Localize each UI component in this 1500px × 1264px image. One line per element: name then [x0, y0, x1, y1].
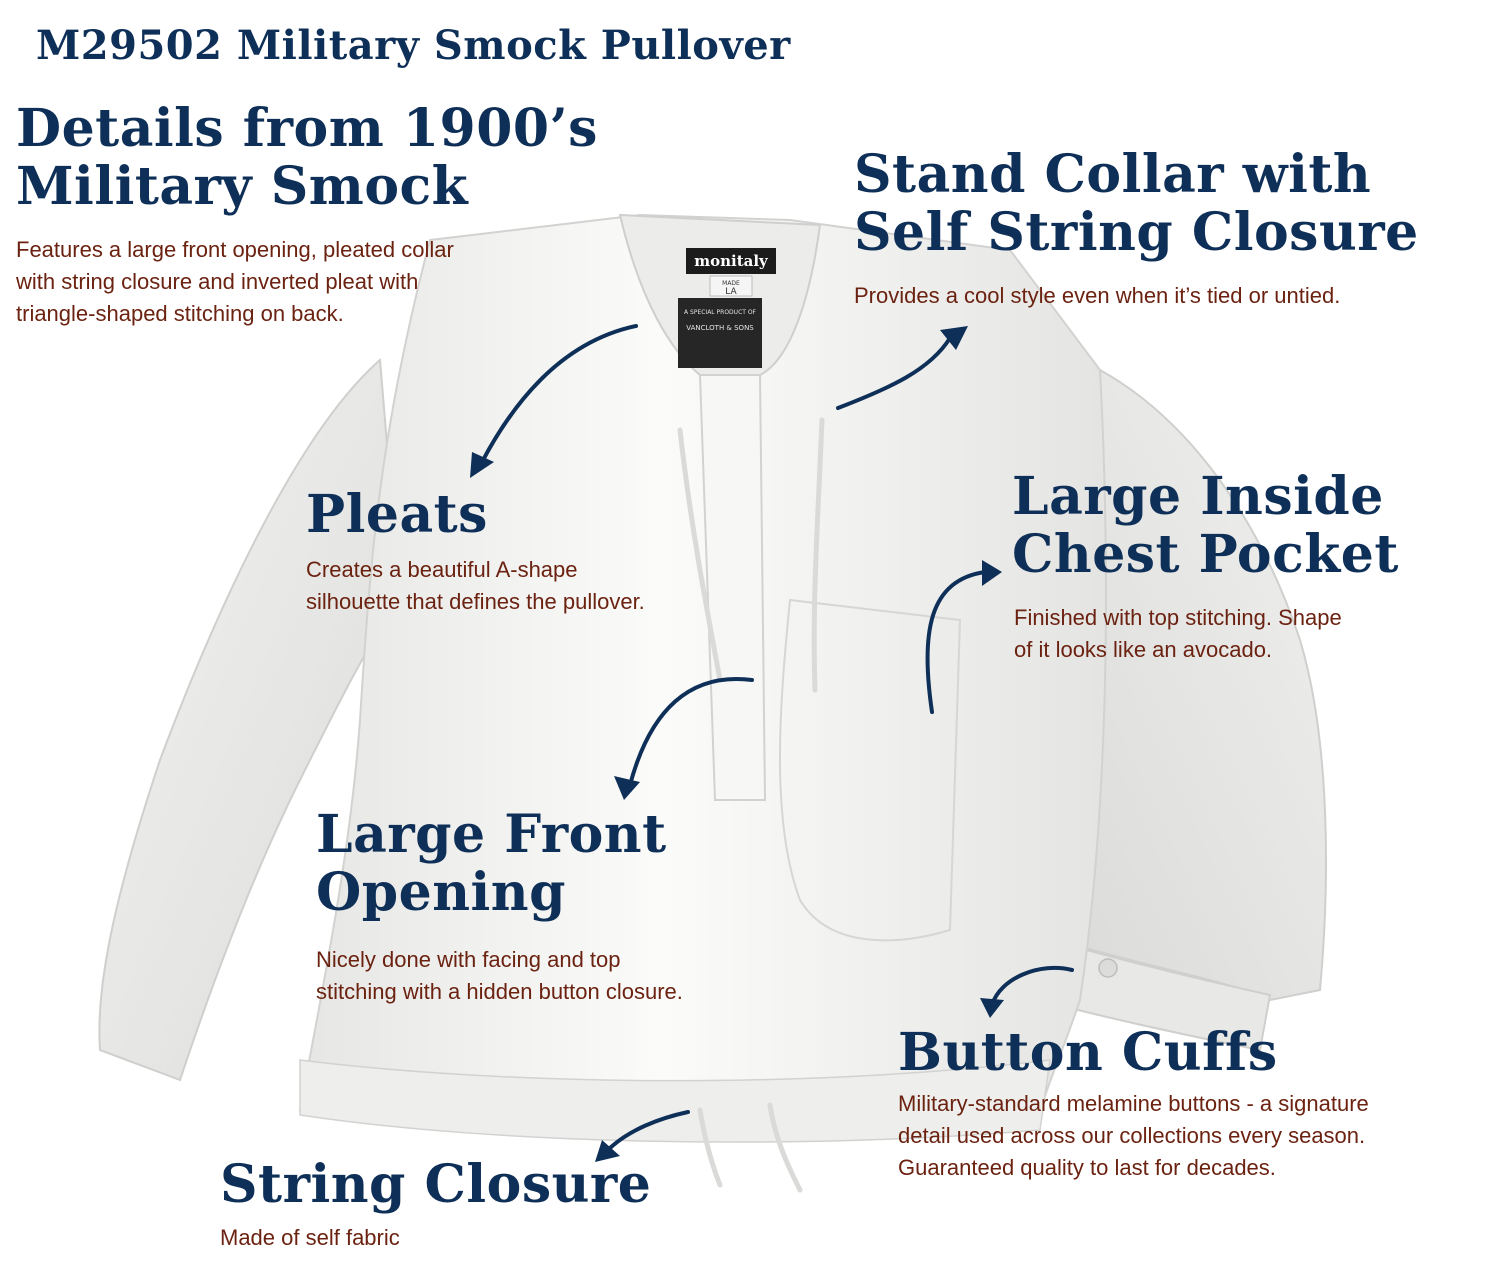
arrow-to-pleats	[480, 324, 638, 464]
page-title: M29502 Military Smock Pullover	[36, 22, 791, 69]
details-body: Features a large front opening, pleated …	[16, 237, 454, 326]
string-closure-body: Made of self fabric	[220, 1225, 400, 1250]
arrow-to-button-cuffs	[990, 965, 1074, 1007]
arrowhead-collar	[940, 326, 968, 350]
chest-pocket-body: Finished with top stitching. Shape of it…	[1014, 605, 1342, 662]
maker-line: A SPECIAL PRODUCT OF	[684, 309, 757, 316]
brand-label-text: monitaly	[694, 252, 769, 270]
arrowhead-string-closure	[595, 1140, 620, 1162]
stand-collar-heading: Stand Collar with Self String Closure	[854, 144, 1419, 264]
arrowhead-chest-pocket	[982, 560, 1002, 586]
front-opening-heading: Large Front Opening	[316, 804, 667, 924]
brand-label: monitaly MADE LA A SPECIAL PRODUCT OF VA…	[678, 248, 776, 368]
arrow-to-collar	[836, 336, 952, 410]
stand-collar-body: Provides a cool style even when it’s tie…	[854, 283, 1341, 308]
pleats-body: Creates a beautiful A-shape silhouette t…	[306, 557, 645, 614]
details-heading: Details from 1900’s Military Smock	[16, 98, 598, 218]
made-label: MADE	[722, 280, 740, 287]
front-opening-body: Nicely done with facing and top stitchin…	[316, 947, 683, 1004]
string-closure-heading: String Closure	[220, 1154, 652, 1215]
arrow-to-front-opening	[628, 676, 754, 787]
button-cuffs-body: Military-standard melamine buttons - a s…	[898, 1091, 1369, 1180]
chest-pocket-heading: Large Inside Chest Pocket	[1012, 466, 1399, 586]
arrow-to-string-closure	[606, 1110, 690, 1152]
button-cuffs-heading: Button Cuffs	[898, 1022, 1278, 1083]
place-label: LA	[725, 287, 737, 297]
maker-name: VANCLOTH & SONS	[686, 324, 754, 332]
pleats-heading: Pleats	[306, 484, 488, 545]
arrowhead-button-cuffs	[980, 998, 1004, 1018]
arrow-to-chest-pocket	[925, 570, 987, 714]
arrowhead-front-opening	[614, 776, 640, 800]
arrowhead-pleats	[470, 452, 494, 478]
